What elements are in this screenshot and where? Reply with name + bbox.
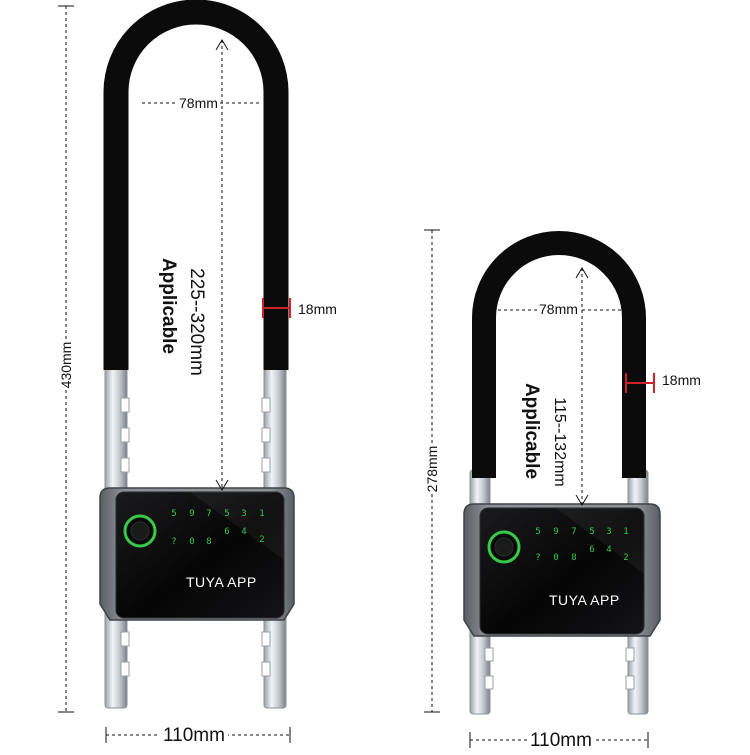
big-lock-fingerprint-sensor	[123, 514, 157, 548]
big-lock-range-label: 225--320mm	[184, 252, 207, 392]
big-lock-height-label: 430mm	[58, 341, 74, 389]
keypad-key: 8	[571, 553, 577, 563]
big-lock-shackle	[103, 0, 289, 370]
keypad-key: 2	[259, 535, 265, 545]
keypad-key: 3	[241, 509, 247, 519]
keypad-key: 9	[189, 509, 195, 519]
keypad-key: 3	[606, 527, 612, 537]
keypad-key: 4	[241, 527, 247, 537]
big-lock	[99, 0, 295, 709]
small-lock-shackle	[472, 231, 646, 478]
keypad-key: 8	[206, 537, 212, 547]
keypad-key: 4	[606, 545, 612, 555]
keypad-key: 9	[553, 527, 559, 537]
small-lock-applicable-label: Applicable	[521, 382, 542, 480]
keypad-key: 7	[571, 527, 577, 537]
small-lock-inner-width-label: 78mm	[537, 301, 580, 317]
small-lock	[463, 231, 661, 715]
big-lock-inner-width-label: 78mm	[177, 95, 220, 111]
small-lock-fingerprint-sensor	[487, 530, 521, 564]
small-lock-body	[463, 503, 661, 637]
small-lock-thickness-label: 18mm	[662, 372, 701, 388]
small-lock-app-label: TUYA APP	[549, 592, 620, 608]
keypad-key: 6	[589, 545, 595, 555]
small-lock-width-label: 110mm	[527, 731, 595, 750]
keypad-key: 2	[623, 553, 629, 563]
keypad-key: 7	[206, 509, 212, 519]
small-lock-range-label: 115--132mm	[551, 397, 568, 487]
big-lock-body	[99, 487, 295, 621]
keypad-key: 6	[224, 527, 230, 537]
big-lock-thickness-label: 18mm	[298, 301, 337, 317]
keypad-key: 1	[623, 527, 629, 537]
keypad-key: ?	[535, 553, 541, 563]
thickness-markers	[262, 298, 655, 393]
big-lock-width-label: 110mm	[160, 726, 228, 745]
keypad-key: 5	[535, 527, 541, 537]
keypad-key: 0	[189, 537, 195, 547]
keypad-key: 0	[553, 553, 559, 563]
keypad-key: 5	[589, 527, 595, 537]
keypad-key: ?	[171, 537, 177, 547]
keypad-key: 5	[171, 509, 177, 519]
small-lock-height-label: 278mm	[424, 445, 440, 493]
keypad-key: 1	[259, 509, 265, 519]
big-lock-applicable-label: Applicable	[158, 257, 179, 355]
big-lock-app-label: TUYA APP	[186, 574, 257, 590]
keypad-key: 5	[224, 509, 230, 519]
